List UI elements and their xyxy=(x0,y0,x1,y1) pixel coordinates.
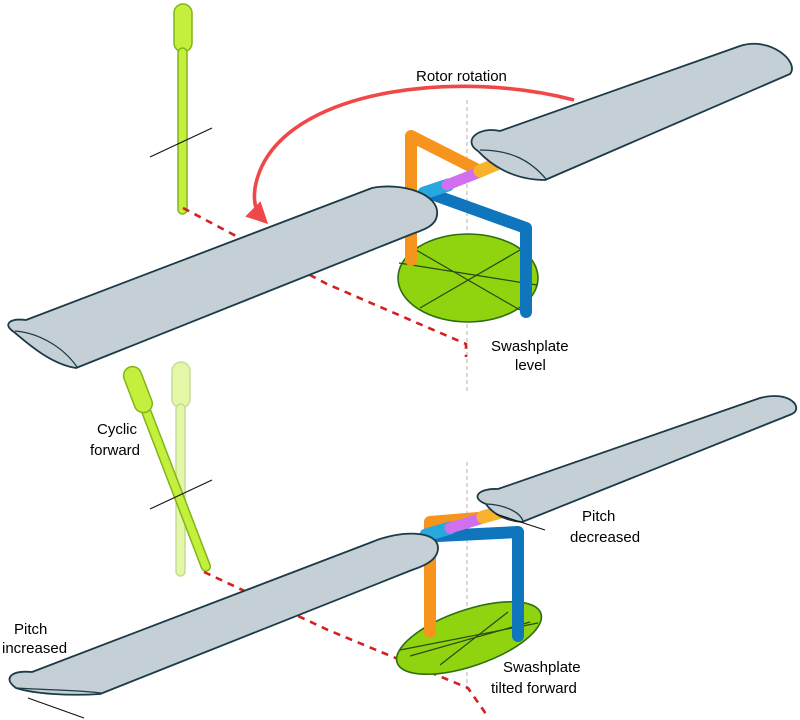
rotation-arrow-icon xyxy=(245,84,575,225)
rotor-blade-left-bottom xyxy=(8,532,439,719)
pitch-reference-line-right xyxy=(495,513,546,531)
pitch-decreased-label-1: Pitch xyxy=(582,508,615,525)
swashplate-tilted-label-2: tilted forward xyxy=(491,680,577,697)
stick-pivot-top xyxy=(149,127,213,158)
rotor-blade-left-top xyxy=(7,185,438,369)
pitch-decreased-label-2: decreased xyxy=(570,529,640,546)
top-panel: Rotor rotation Swashplate level xyxy=(7,3,793,392)
pitch-reference-line-left xyxy=(27,697,85,719)
rotor-blade-right-bottom xyxy=(476,395,798,531)
rotor-blade-icon xyxy=(470,43,793,181)
pitch-increased-label-1: Pitch xyxy=(14,621,47,638)
stick-pivot-bottom xyxy=(149,479,213,510)
bottom-panel: Cyclic forward Pitch decreased Pitch inc… xyxy=(2,361,798,719)
cyclic-forward-label-2: forward xyxy=(90,442,140,459)
pitch-increased-label-2: increased xyxy=(2,640,67,657)
cyclic-stick-icon xyxy=(173,3,193,215)
cyclic-stick-ghost xyxy=(171,361,191,577)
swashplate-level-label-1: Swashplate xyxy=(491,338,569,355)
blue-link-bottom xyxy=(432,526,524,642)
blue-link-top xyxy=(420,186,532,318)
cyclic-forward-label-1: Cyclic xyxy=(97,421,137,438)
swashplate-level-label-2: level xyxy=(515,357,546,374)
cyclic-stick-forward xyxy=(122,365,212,572)
rotor-rotation-label: Rotor rotation xyxy=(416,68,507,85)
swashplate-icon xyxy=(397,233,539,323)
swashplate-tilted-label-1: Swashplate xyxy=(503,659,581,676)
